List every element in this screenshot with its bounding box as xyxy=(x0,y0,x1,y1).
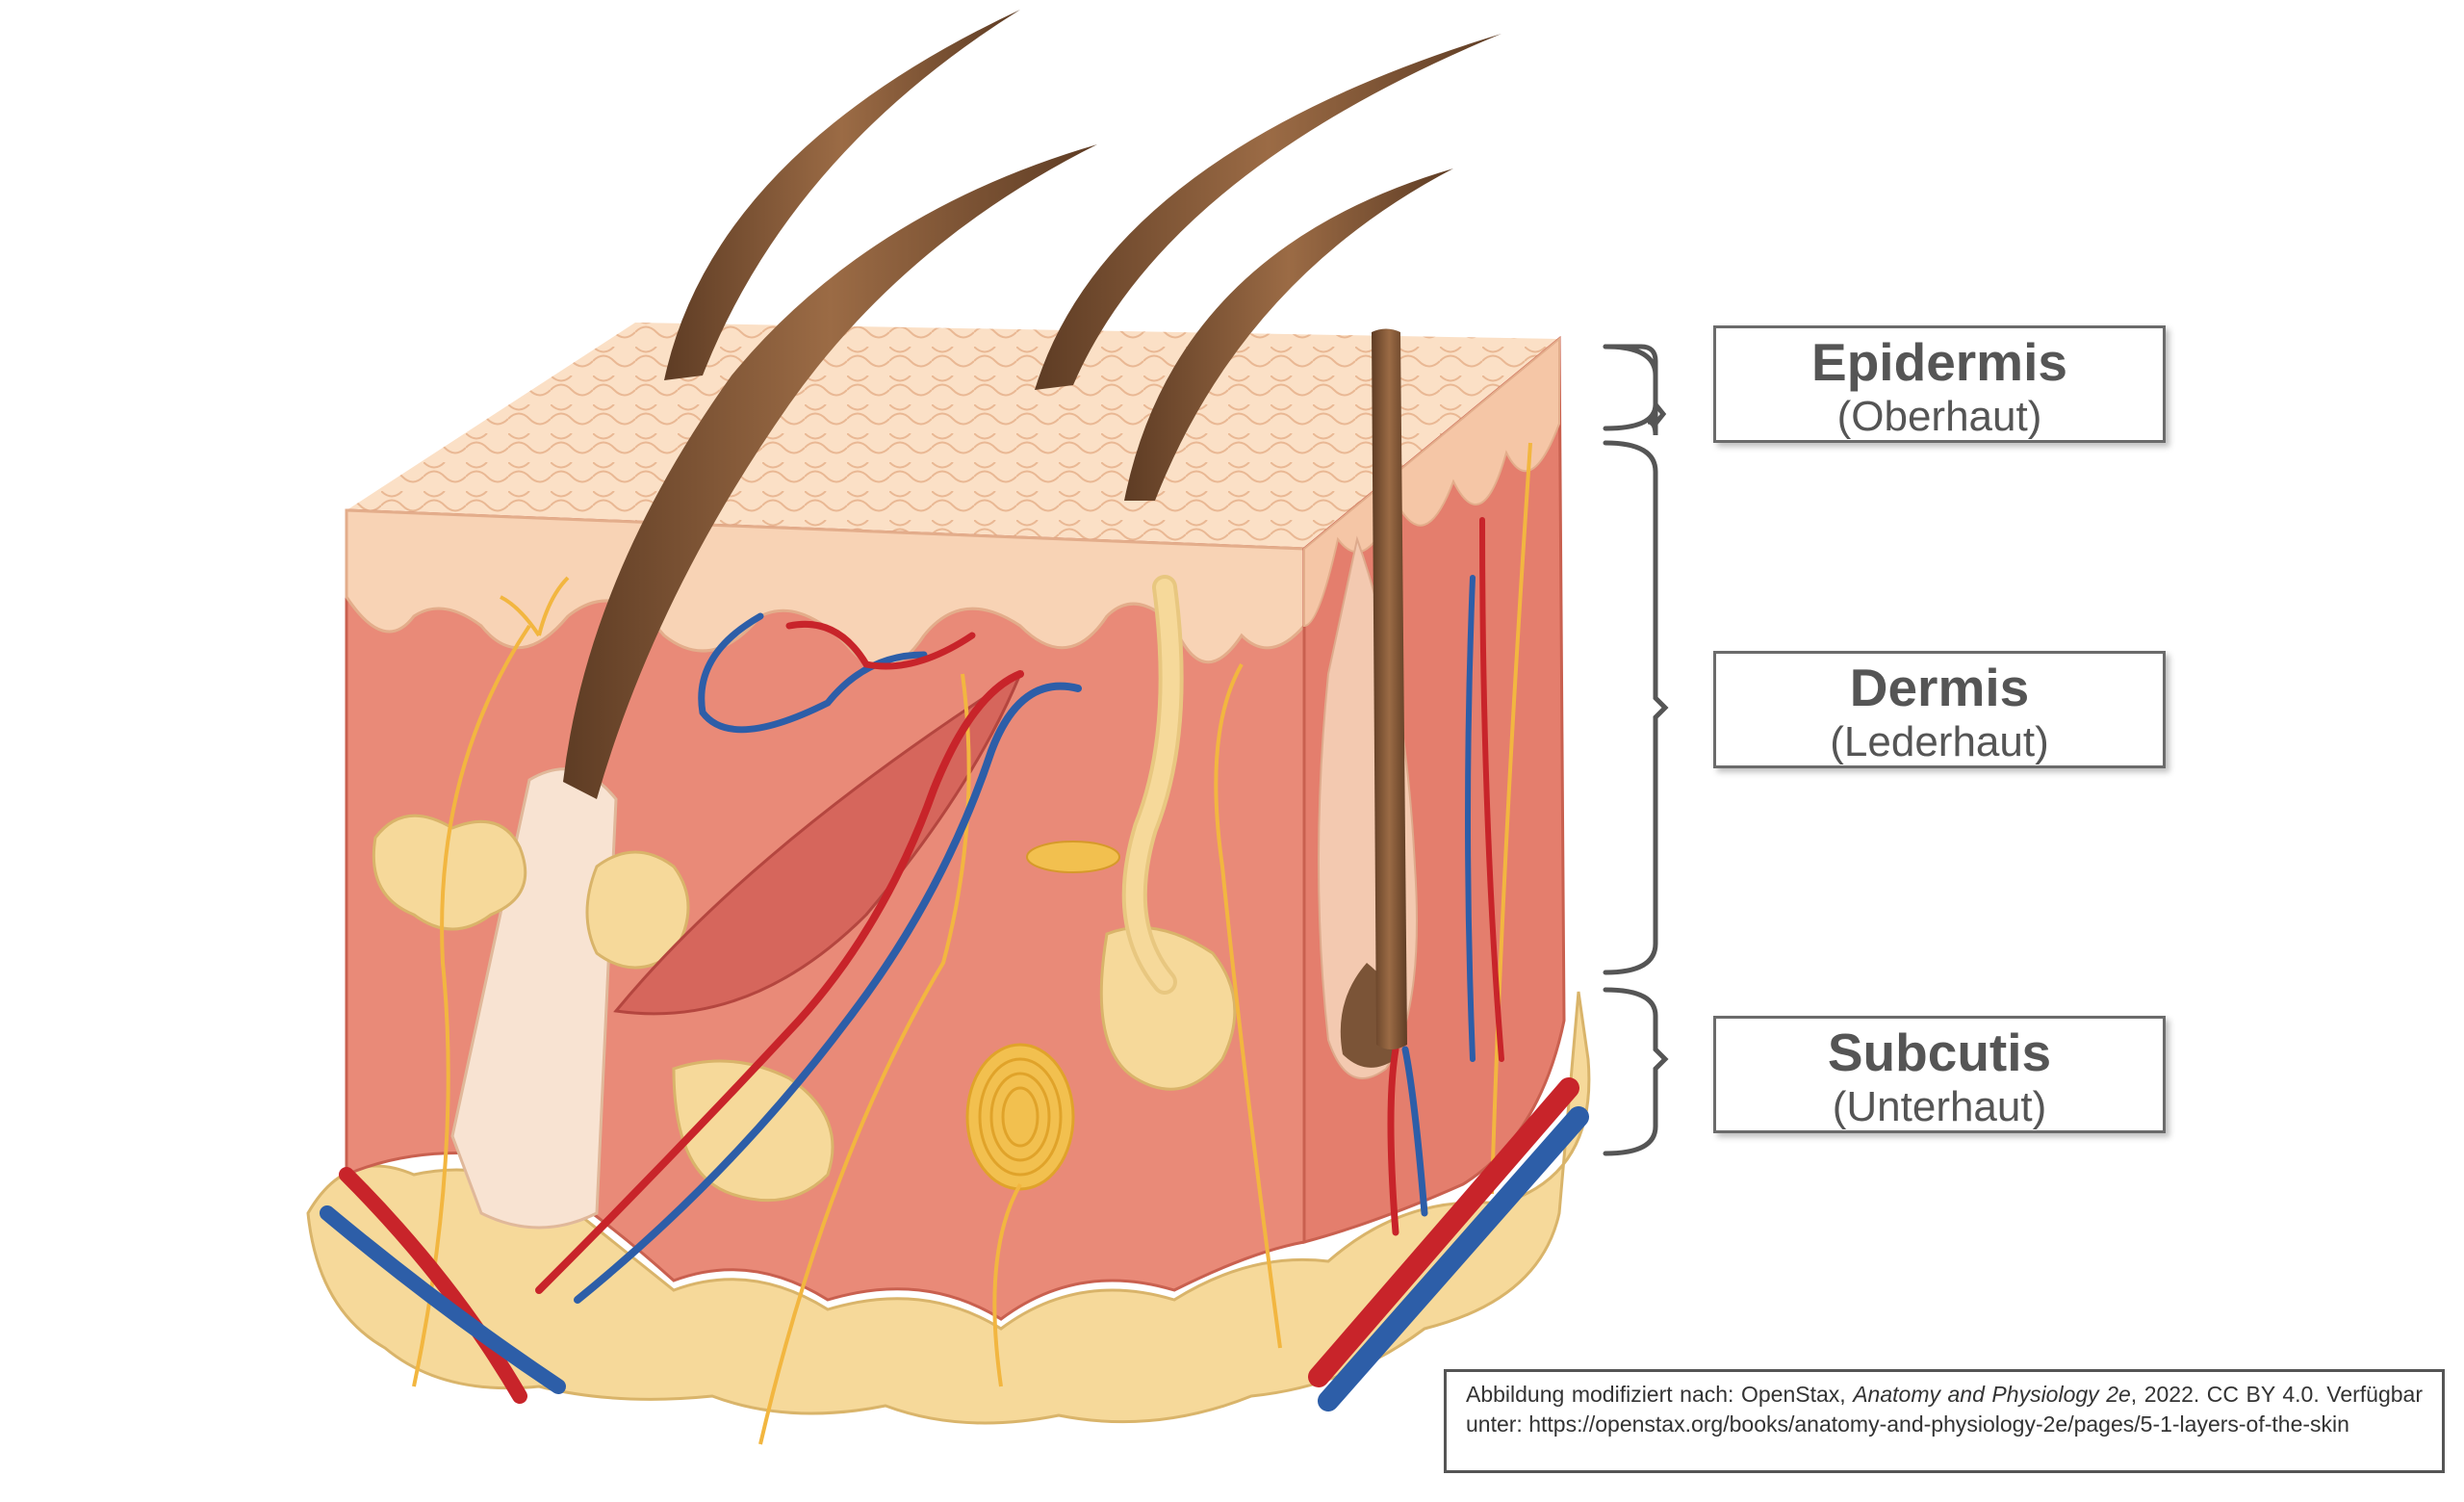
label-dermis: Dermis (Lederhaut) xyxy=(1713,651,2166,768)
credit-prefix: Abbildung modifiziert nach: OpenStax, xyxy=(1466,1382,1853,1407)
label-subcutis-main: Subcutis xyxy=(1716,1023,2163,1082)
label-subcutis-sub: (Unterhaut) xyxy=(1716,1082,2163,1132)
label-epidermis-main: Epidermis xyxy=(1716,332,2163,392)
tactile-disc xyxy=(1027,842,1119,872)
label-epidermis-sub: (Oberhaut) xyxy=(1716,392,2163,442)
credit-book-title: Anatomy and Physiology 2e xyxy=(1853,1382,2131,1407)
lamellated-corpuscle xyxy=(967,1045,1073,1189)
label-dermis-main: Dermis xyxy=(1716,658,2163,717)
image-credit: Abbildung modifiziert nach: OpenStax, An… xyxy=(1444,1369,2445,1473)
layer-brackets xyxy=(1605,347,1665,1153)
label-dermis-sub: (Lederhaut) xyxy=(1716,717,2163,767)
label-epidermis: Epidermis (Oberhaut) xyxy=(1713,325,2166,443)
label-subcutis: Subcutis (Unterhaut) xyxy=(1713,1016,2166,1133)
